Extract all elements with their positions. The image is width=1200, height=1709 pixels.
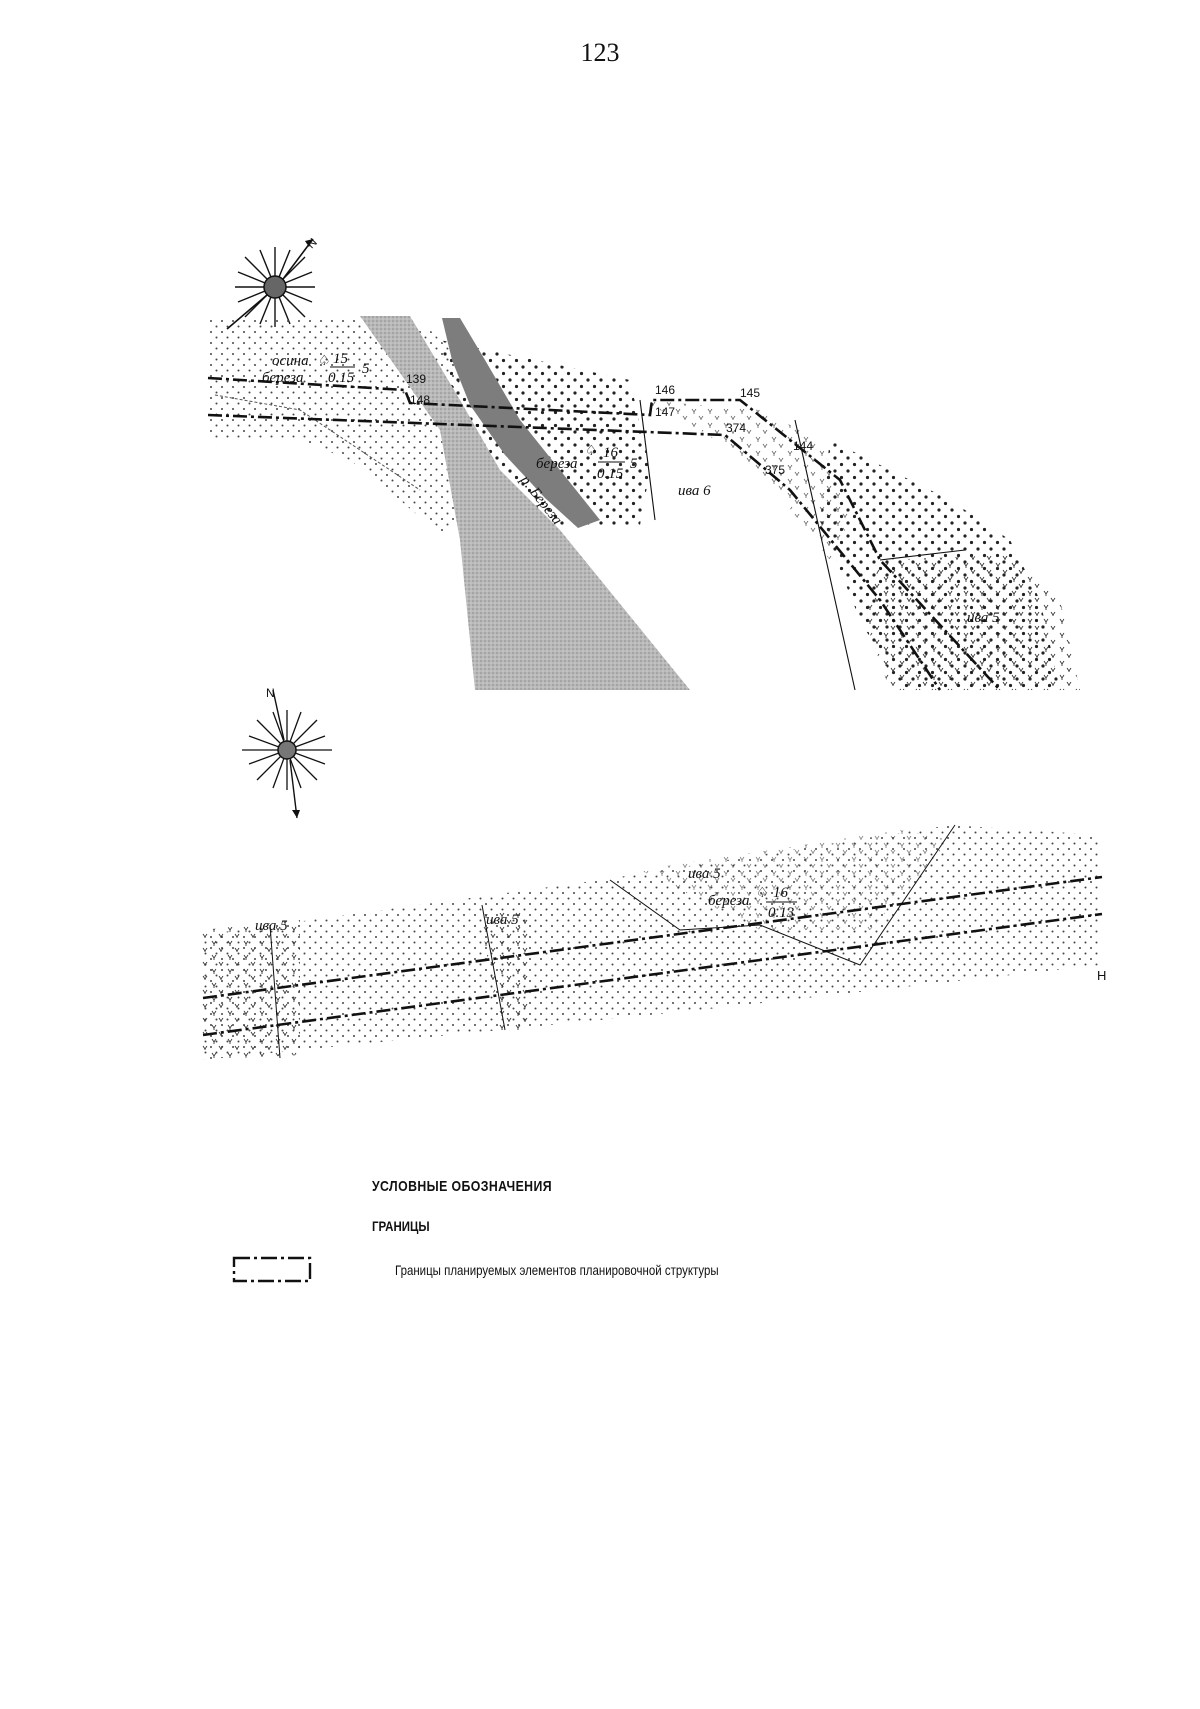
- planned-boundary-lines: [202, 875, 1103, 1037]
- birch-label-bottom: береза ♤ 16 0.13: [708, 885, 797, 921]
- edge-mark: Н: [1097, 968, 1107, 983]
- marsh-band-left: [202, 920, 300, 1060]
- bottom-map: N ива 5 ива 5 ива 5 береза ♤ 16 0.13: [202, 686, 1103, 1060]
- tree-icon: ♤: [756, 886, 769, 901]
- point-148: 148: [410, 393, 430, 407]
- compass-rose-icon: [242, 689, 332, 819]
- point-374: 374: [726, 421, 746, 435]
- point-139: 139: [406, 372, 426, 386]
- willow-label-left: ива 5: [255, 918, 288, 934]
- river-area: [442, 318, 600, 528]
- floodplain-area: [360, 316, 690, 690]
- svg-text:0.13: 0.13: [768, 905, 794, 921]
- legend-title: УСЛОВНЫЕ ОБОЗНАЧЕНИЯ: [372, 1178, 552, 1195]
- legend-item-boundary: Границы планируемых элементов планировоч…: [395, 1262, 719, 1278]
- point-144: 144: [793, 439, 813, 453]
- tree-icon: ♤: [318, 354, 331, 369]
- point-145: 145: [740, 386, 760, 400]
- svg-text:0.15: 0.15: [328, 370, 355, 386]
- legend-section-boundaries: ГРАНИЦЫ: [372, 1218, 430, 1234]
- svg-text:осина: осина: [272, 353, 309, 369]
- marsh-band-right: [640, 830, 950, 930]
- parcel-label-birch: береза ♤ 16 0.15 5: [536, 444, 638, 482]
- top-map: N р. Береза: [207, 235, 1080, 691]
- marsh-area-top: [640, 400, 850, 560]
- svg-text:16: 16: [773, 885, 789, 901]
- marsh-band-mid: [480, 910, 530, 1030]
- willow-label-5: ива 5: [967, 610, 1000, 626]
- svg-text:береза: береза: [262, 370, 304, 386]
- willow-label-6: ива 6: [678, 483, 711, 499]
- svg-text:15: 15: [333, 351, 349, 367]
- compass-north-letter: N: [266, 686, 275, 700]
- planned-boundary-lines: [207, 376, 1001, 691]
- tree-icon: ♤: [585, 444, 598, 459]
- page-number: 123: [580, 38, 620, 67]
- point-147: 147: [655, 405, 675, 419]
- svg-text:5: 5: [630, 456, 638, 472]
- point-146: 146: [655, 383, 675, 397]
- willow-label-right: ива 5: [688, 866, 721, 882]
- point-375: 375: [765, 463, 785, 477]
- willow-label-mid: ива 5: [486, 912, 519, 928]
- compass-rose-icon: [226, 238, 315, 330]
- parcel-label-aspen: осина ♤ 15 0.15 5 береза: [262, 351, 370, 386]
- svg-text:16: 16: [603, 445, 619, 461]
- boundary-legend-symbol: [232, 1256, 312, 1283]
- svg-text:береза: береза: [708, 893, 750, 909]
- svg-text:береза: береза: [536, 456, 578, 472]
- svg-text:0.15: 0.15: [597, 466, 624, 482]
- forest-band: [202, 825, 1100, 1060]
- svg-text:5: 5: [362, 361, 370, 377]
